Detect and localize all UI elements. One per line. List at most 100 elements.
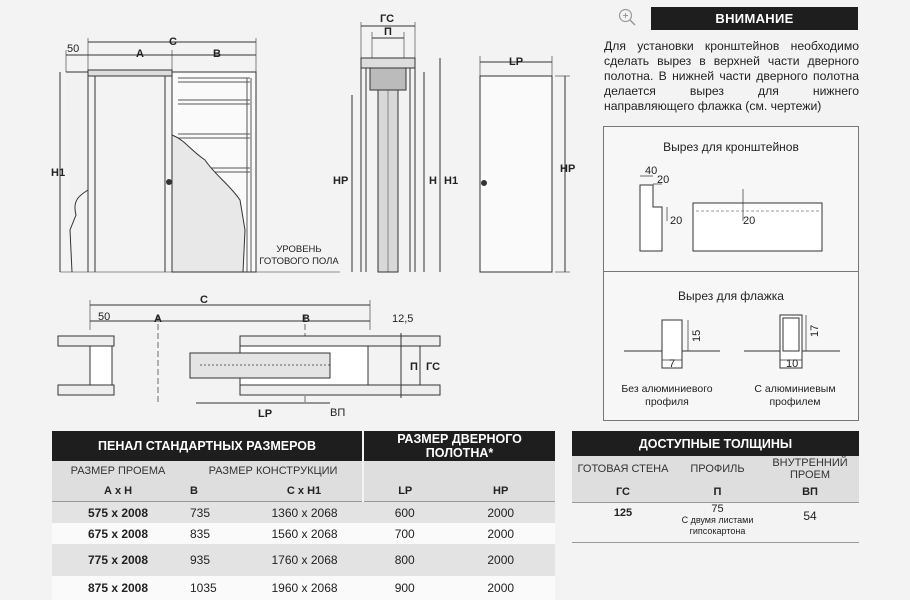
- plan-dim-12-5: 12,5: [392, 313, 413, 325]
- col-lp: LP: [362, 481, 447, 502]
- thick-sub-wall: ГОТОВАЯ СТЕНА: [572, 456, 674, 482]
- table-row: 125 75 С двумя листами гипсокартона 54: [572, 503, 859, 543]
- flag-left-caption: Без алюминиевого профиля: [604, 383, 730, 409]
- front-dim-b: B: [213, 48, 221, 60]
- standard-sizes-table: ПЕНАЛ СТАНДАРТНЫХ РАЗМЕРОВ РАЗМЕР ДВЕРНО…: [52, 431, 555, 600]
- thick-col-gc: ГС: [572, 482, 674, 503]
- bracket-cutout-panel: Вырез для кронштейнов 40 20 20 20: [603, 126, 859, 272]
- flag-cutout-drawing: 15 7 17 10: [624, 314, 840, 370]
- front-dim-a: A: [136, 48, 144, 60]
- col-b: B: [184, 481, 246, 502]
- thickness-table: ДОСТУПНЫЕ ТОЛЩИНЫ ГОТОВАЯ СТЕНА ПРОФИЛЬ …: [572, 431, 859, 543]
- table-row: 575 x 2008 735 1360 x 2068 600 2000: [52, 501, 555, 523]
- table-row: 675 x 2008 835 1560 x 2068 700 2000: [52, 523, 555, 544]
- cell-hp: 2000: [446, 576, 555, 600]
- plan-dim-vp: ВП: [330, 407, 345, 419]
- section-dim-gc: ГС: [380, 13, 394, 25]
- flag-dim-17: 17: [809, 325, 821, 337]
- front-elevation: [59, 38, 340, 273]
- front-dim-h1: H1: [51, 167, 65, 179]
- flag-cutout-title: Вырез для флажка: [678, 289, 784, 303]
- flag-right-caption: С алюминиевым профилем: [732, 383, 858, 409]
- table-row: 875 x 2008 1035 1960 x 2068 900 2000: [52, 576, 555, 600]
- section-dim-p: П: [384, 26, 392, 38]
- table-head-cassette: ПЕНАЛ СТАНДАРТНЫХ РАЗМЕРОВ: [52, 431, 365, 461]
- plan-view: [57, 300, 441, 405]
- section-dim-h: H: [429, 175, 437, 187]
- bracket-dim-20b: 20: [670, 215, 682, 227]
- thick-col-p: П: [674, 482, 761, 503]
- thick-cell-gc: 125: [613, 507, 633, 519]
- flag-cutout-panel: Вырез для флажка 15 7 17 10 Без алюминие…: [603, 271, 859, 421]
- table-head-door: РАЗМЕР ДВЕРНОГО ПОЛОТНА*: [363, 431, 555, 461]
- section-dim-h1: H1: [444, 175, 458, 187]
- cell-opening: 675 x 2008: [52, 523, 184, 544]
- sub-door-empty: [362, 461, 555, 481]
- front-dim-50: 50: [67, 43, 79, 55]
- plan-dim-b: B: [302, 313, 310, 325]
- flag-left-caption-line2: профиля: [645, 396, 689, 408]
- cell-b: 935: [184, 544, 246, 576]
- flag-right-caption-line1: С алюминиевым: [754, 383, 836, 395]
- bracket-dim-20a: 20: [657, 174, 669, 186]
- cell-hp: 2000: [446, 523, 555, 544]
- thick-col-vp: ВП: [761, 482, 859, 503]
- thick-sub-inner: ВНУТРЕННИЙ ПРОЕМ: [761, 456, 859, 482]
- cell-opening: 875 x 2008: [52, 576, 184, 600]
- col-axh: А x Н: [52, 481, 184, 502]
- thick-cell-p-note2: гипсокартона: [689, 526, 746, 536]
- zoom-icon[interactable]: [618, 8, 636, 26]
- cell-opening: 575 x 2008: [52, 501, 184, 523]
- col-hp: HP: [446, 481, 555, 502]
- cell-opening: 775 x 2008: [52, 544, 184, 576]
- cell-b: 1035: [184, 576, 246, 600]
- door-leaf: [479, 56, 570, 273]
- front-dim-c: C: [169, 36, 177, 48]
- plan-dim-c: C: [200, 294, 208, 306]
- plan-dim-gc: ГС: [426, 361, 440, 373]
- notice-title: ВНИМАНИЕ: [651, 7, 858, 30]
- plan-dim-50: 50: [98, 311, 110, 323]
- notice-text: Для установки кронштейнов необходимо сде…: [604, 39, 859, 113]
- technical-drawings: 50 A B C H1 ГС П HP H H1 LP HP C 50 A B …: [51, 13, 575, 420]
- vertical-section: [351, 22, 441, 273]
- section-dim-hp: HP: [333, 175, 348, 187]
- sub-opening: РАЗМЕР ПРОЕМА: [52, 461, 184, 481]
- cell-b: 735: [184, 501, 246, 523]
- bracket-dim-20c: 20: [743, 215, 755, 227]
- sub-construction: РАЗМЕР КОНСТРУКЦИИ: [184, 461, 364, 481]
- cell-hp: 2000: [446, 501, 555, 523]
- bracket-cutout-drawing: 40 20 20 20: [639, 165, 823, 252]
- thick-cell-p-note1: С двумя листами: [681, 515, 754, 525]
- cell-lp: 600: [363, 501, 447, 523]
- thickness-head: ДОСТУПНЫЕ ТОЛЩИНЫ: [572, 431, 859, 456]
- leaf-dim-hp: HP: [560, 163, 575, 175]
- cell-construction: 1560 x 2068: [246, 523, 364, 544]
- plan-dim-lp: LP: [258, 408, 272, 420]
- cell-lp: 700: [363, 523, 447, 544]
- bracket-dim-40: 40: [645, 165, 657, 177]
- thick-cell-p: 75 С двумя листами гипсокартона: [674, 503, 761, 543]
- plan-dim-a: A: [154, 313, 162, 325]
- thick-sub-profile: ПРОФИЛЬ: [674, 456, 761, 482]
- table-row: 775 x 2008 935 1760 x 2068 800 2000: [52, 544, 555, 576]
- flag-dim-7: 7: [669, 358, 675, 370]
- cell-b: 835: [184, 523, 246, 544]
- flag-right-caption-line2: профилем: [769, 396, 821, 408]
- cell-construction: 1760 x 2068: [246, 544, 364, 576]
- flag-dim-15: 15: [691, 330, 703, 342]
- plan-dim-p: П: [410, 361, 418, 373]
- leaf-dim-lp: LP: [509, 56, 523, 68]
- thick-cell-vp: 54: [803, 509, 817, 523]
- cell-lp: 900: [363, 576, 447, 600]
- flag-left-caption-line1: Без алюминиевого: [621, 383, 713, 395]
- col-cxh1: C x H1: [246, 481, 364, 502]
- floor-level-label: УРОВЕНЬ ГОТОВОГО ПОЛА: [259, 244, 339, 267]
- thick-cell-p-value: 75: [711, 503, 724, 515]
- cell-hp: 2000: [446, 544, 555, 576]
- flag-dim-10: 10: [786, 358, 798, 370]
- bracket-cutout-title: Вырез для кронштейнов: [663, 140, 799, 154]
- cell-construction: 1960 x 2068: [246, 576, 364, 600]
- cell-construction: 1360 x 2068: [246, 501, 364, 523]
- cell-lp: 800: [363, 544, 447, 576]
